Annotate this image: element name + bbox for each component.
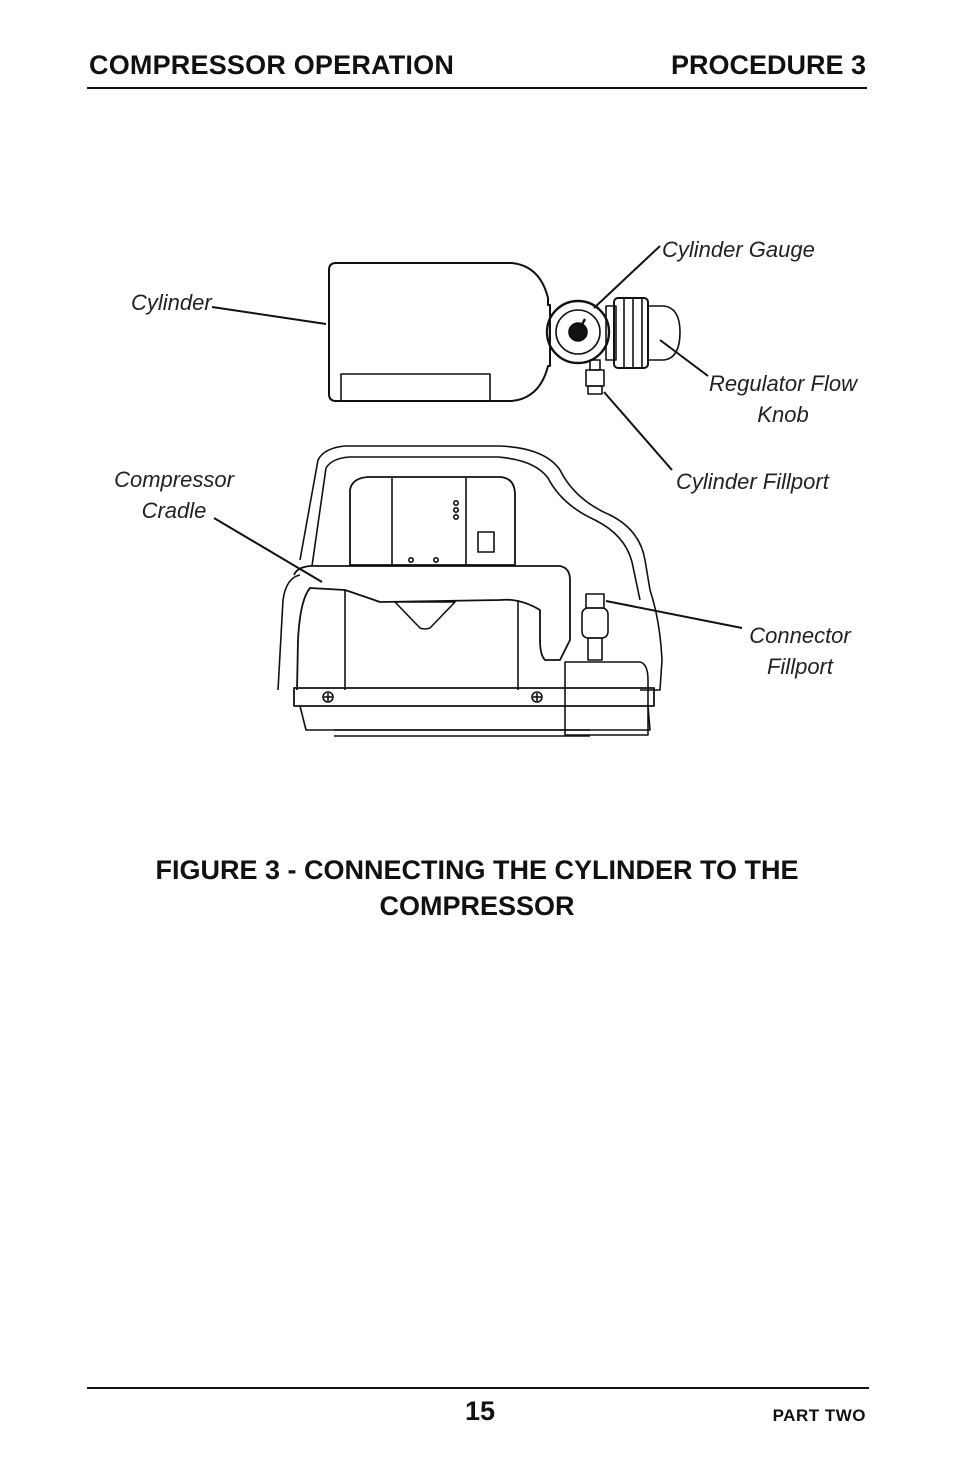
part-label: PART TWO <box>772 1406 866 1425</box>
regulator-knob-drawing <box>605 297 681 369</box>
leader-lines <box>211 245 743 629</box>
cylinder-fillport-label: Cylinder Fillport <box>676 469 829 494</box>
compressor-cradle-line2: Cradle <box>141 498 207 523</box>
connector-fillport-line2: Fillport <box>766 654 833 679</box>
procedure-label: PROCEDURE 3 <box>670 50 866 80</box>
compressor-cradle-line1: Compressor <box>114 467 234 492</box>
header-rule <box>87 87 867 89</box>
cylinder-gauge-drawing <box>545 299 611 365</box>
compressor-cradle-label: Compressor Cradle <box>110 464 238 526</box>
regulator-flow-knob-line2: Knob <box>757 402 809 427</box>
cylinder-drawing <box>328 262 551 402</box>
connector-fillport-label: Connector Fillport <box>744 620 856 682</box>
compressor-drawing <box>277 445 663 737</box>
cylinder-label: Cylinder <box>131 290 212 315</box>
cylinder-compressor-illustration <box>211 245 743 737</box>
regulator-flow-knob-label: Regulator Flow Knob <box>705 368 861 430</box>
section-title: COMPRESSOR OPERATION <box>89 50 455 80</box>
page-number: 15 <box>464 1396 496 1426</box>
connector-fillport-line1: Connector <box>749 623 851 648</box>
figure-caption: FIGURE 3 - CONNECTING THE CYLINDER TO TH… <box>155 855 799 921</box>
regulator-flow-knob-line1: Regulator Flow <box>709 371 857 396</box>
cylinder-gauge-label: Cylinder Gauge <box>662 237 815 262</box>
footer-rule <box>87 1387 869 1389</box>
cylinder-fillport-drawing <box>585 359 605 395</box>
